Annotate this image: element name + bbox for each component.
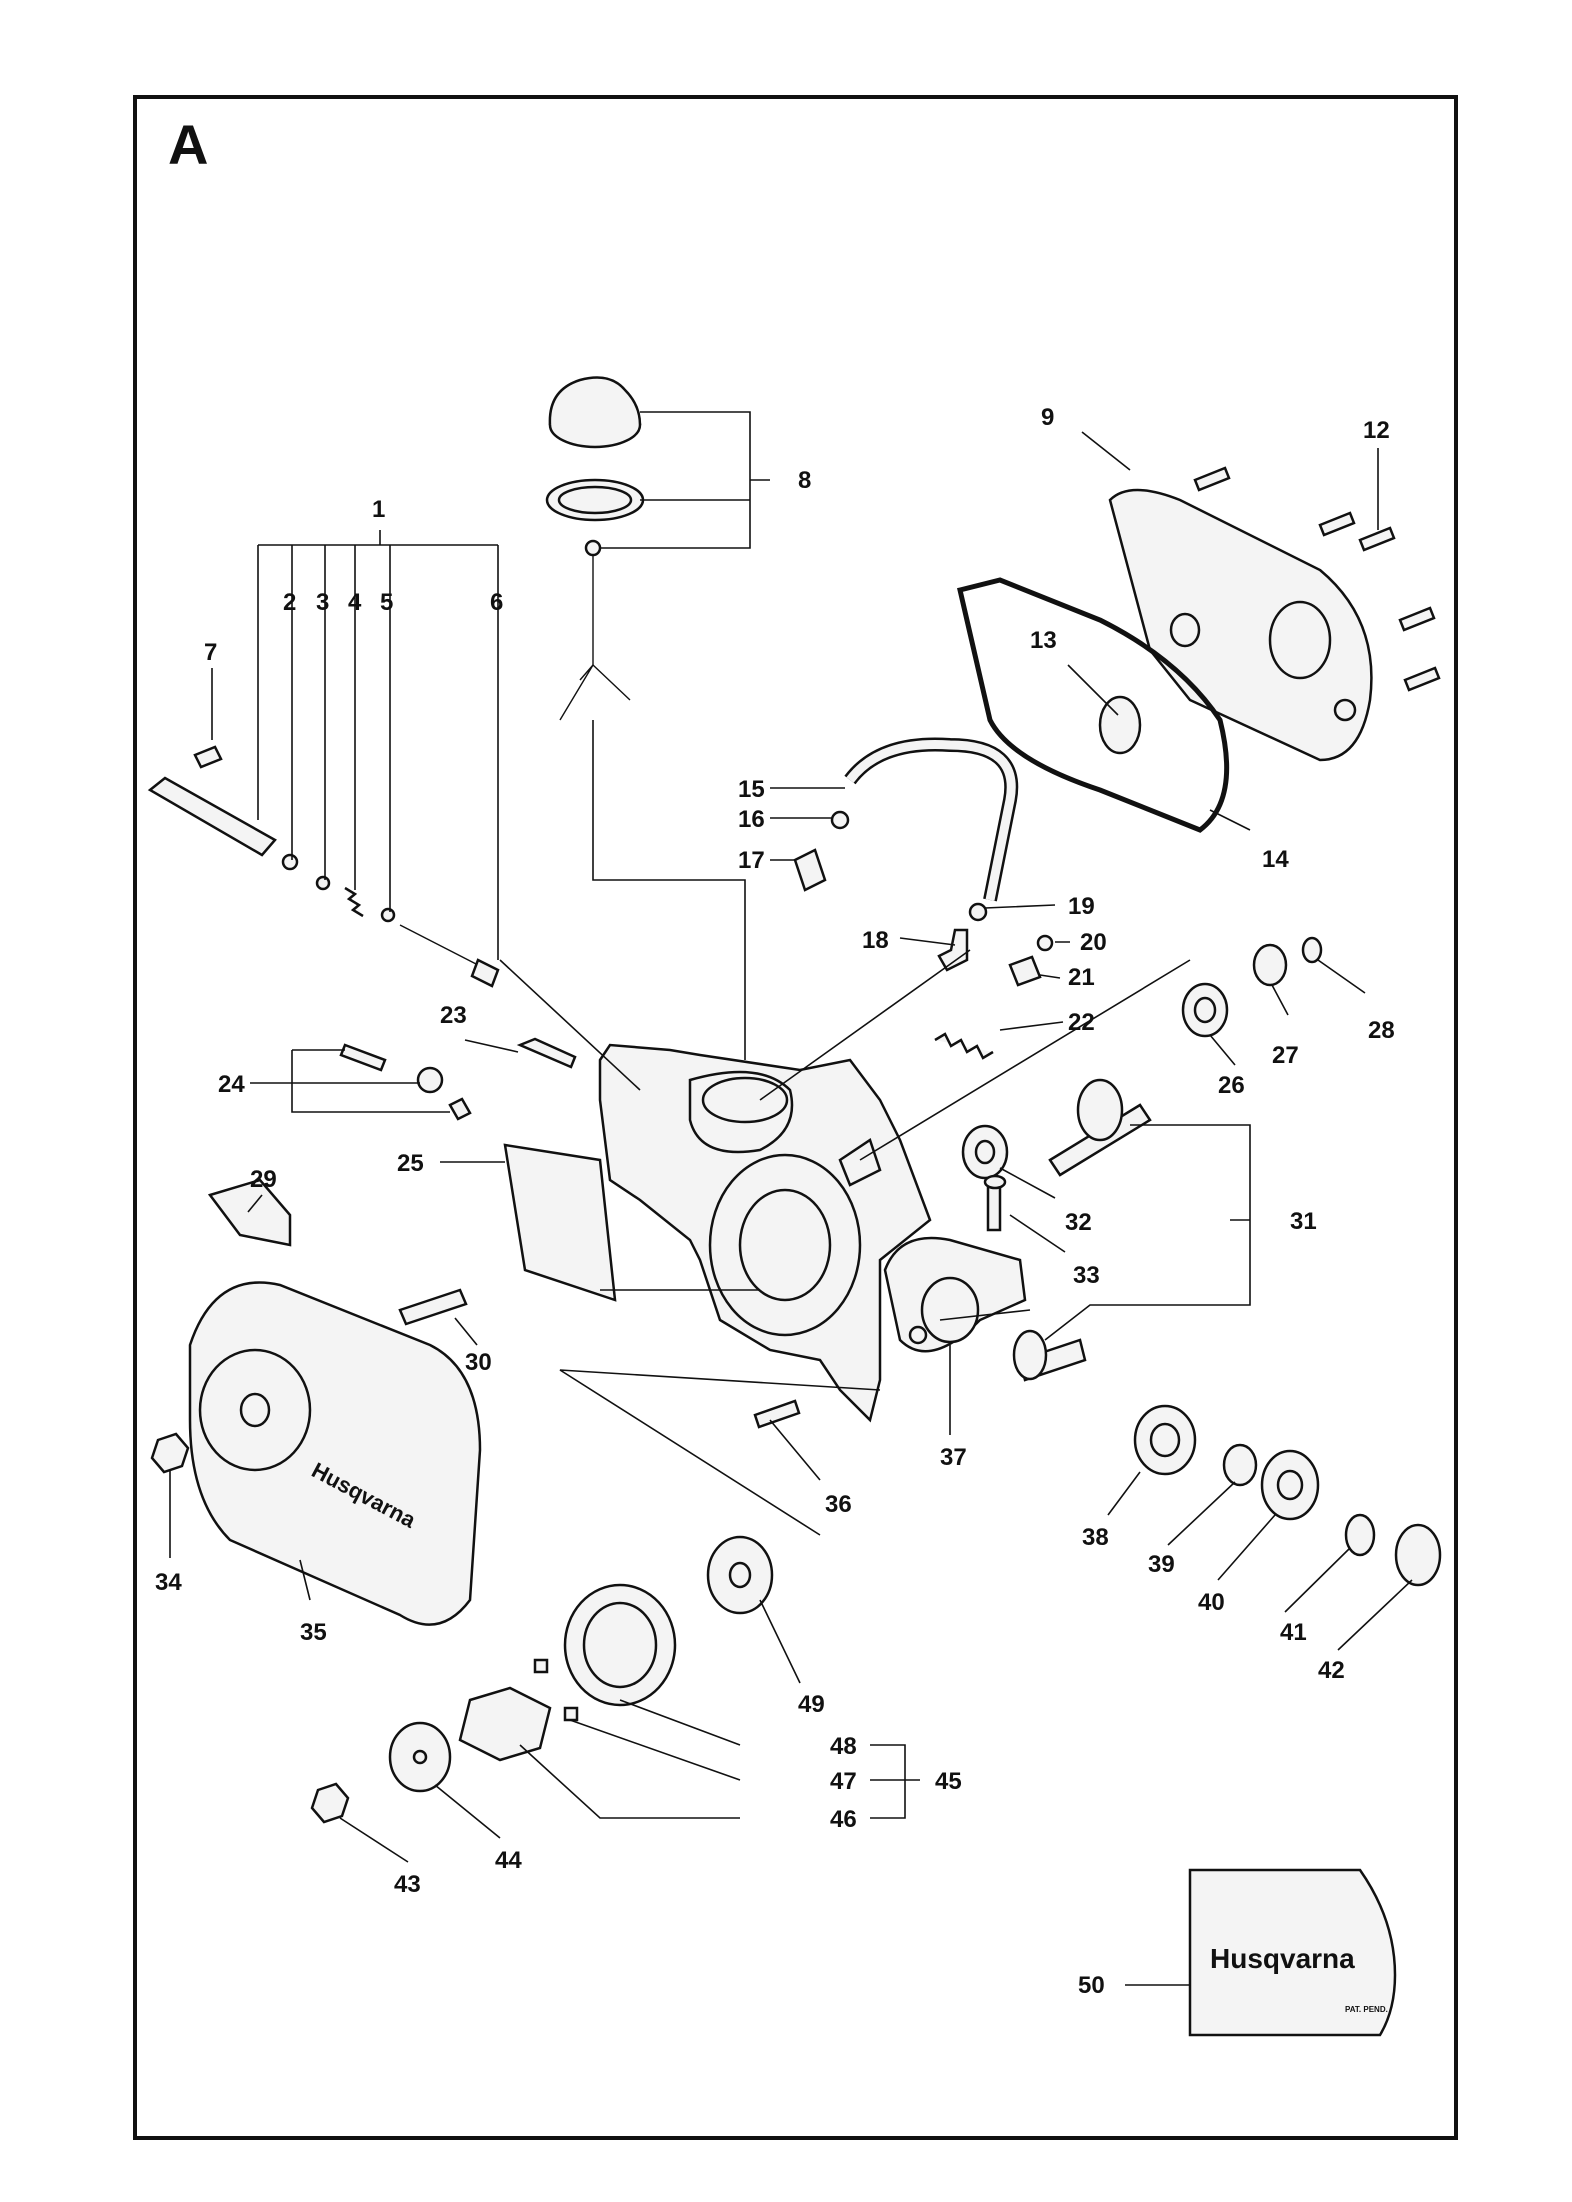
- callout-13: 13: [1030, 627, 1057, 654]
- decal-note: PAT. PEND.: [1345, 2005, 1388, 2014]
- callout-labels: 1 2 3 4 5 6 7 8 9 12 13 14 15 16 17 18 1…: [155, 404, 1395, 1999]
- callout-28: 28: [1368, 1017, 1395, 1044]
- bearing-32: [961, 1124, 1009, 1232]
- callout-31: 31: [1290, 1208, 1317, 1235]
- decal-brand-logo: Husqvarna: [1210, 1943, 1355, 1974]
- oil-cap: [545, 376, 645, 721]
- callout-24: 24: [218, 1071, 245, 1098]
- callout-7: 7: [204, 639, 217, 666]
- callout-6: 6: [490, 589, 503, 616]
- gear-housing: [598, 1043, 932, 1423]
- drawing-frame: [133, 95, 1458, 2140]
- callout-41: 41: [1280, 1619, 1307, 1646]
- callout-39: 39: [1148, 1551, 1175, 1578]
- callout-33: 33: [1073, 1262, 1100, 1289]
- callout-19: 19: [1068, 893, 1095, 920]
- callout-27: 27: [1272, 1042, 1299, 1069]
- leader-lines: [169, 411, 1413, 1986]
- callout-30: 30: [465, 1349, 492, 1376]
- callout-8: 8: [798, 467, 811, 494]
- cover-screws: [1193, 466, 1441, 692]
- callout-14: 14: [1262, 846, 1289, 873]
- fittings: [934, 902, 1054, 1060]
- callout-50: 50: [1078, 1972, 1105, 1999]
- callout-23: 23: [440, 1002, 467, 1029]
- clutch-cover: [150, 1281, 482, 1626]
- callout-9: 9: [1041, 404, 1054, 431]
- callout-15: 15: [738, 776, 765, 803]
- callout-3: 3: [316, 589, 329, 616]
- callout-25: 25: [397, 1150, 424, 1177]
- bevel-gear-shaft: [1012, 1078, 1152, 1382]
- callout-18: 18: [862, 927, 889, 954]
- callout-21: 21: [1068, 964, 1095, 991]
- callout-12: 12: [1363, 417, 1390, 444]
- callout-45: 45: [935, 1768, 962, 1795]
- section-letter: A: [168, 113, 209, 176]
- callout-48: 48: [830, 1733, 857, 1760]
- callout-43: 43: [394, 1871, 421, 1898]
- callout-16: 16: [738, 806, 765, 833]
- callout-37: 37: [940, 1444, 967, 1471]
- callout-17: 17: [738, 847, 765, 874]
- gasket: [957, 577, 1230, 833]
- clutch-parts: [310, 1535, 774, 1824]
- decal: [1188, 1868, 1397, 2037]
- callout-2: 2: [283, 589, 296, 616]
- callout-44: 44: [495, 1847, 522, 1874]
- callout-36: 36: [825, 1491, 852, 1518]
- callout-26: 26: [1218, 1072, 1245, 1099]
- callout-49: 49: [798, 1691, 825, 1718]
- callout-32: 32: [1065, 1209, 1092, 1236]
- pump-shaft-assembly: [147, 745, 500, 988]
- callout-47: 47: [830, 1768, 857, 1795]
- bearings-upper: [1181, 936, 1323, 1038]
- tensioner-parts: [207, 1037, 617, 1326]
- callout-40: 40: [1198, 1589, 1225, 1616]
- callout-29: 29: [250, 1166, 277, 1193]
- callout-22: 22: [1068, 1009, 1095, 1036]
- callout-34: 34: [155, 1569, 182, 1596]
- bearings-lower: [1133, 1404, 1442, 1587]
- callout-38: 38: [1082, 1524, 1109, 1551]
- callout-35: 35: [300, 1619, 327, 1646]
- outer-cover: [1108, 488, 1373, 762]
- oil-hose: [793, 737, 1019, 902]
- callout-5: 5: [380, 589, 393, 616]
- callout-4: 4: [348, 589, 362, 616]
- callout-42: 42: [1318, 1657, 1345, 1684]
- callout-1: 1: [372, 496, 385, 523]
- callout-20: 20: [1080, 929, 1107, 956]
- callout-46: 46: [830, 1806, 857, 1833]
- shaft-clamp: [753, 1236, 1027, 1429]
